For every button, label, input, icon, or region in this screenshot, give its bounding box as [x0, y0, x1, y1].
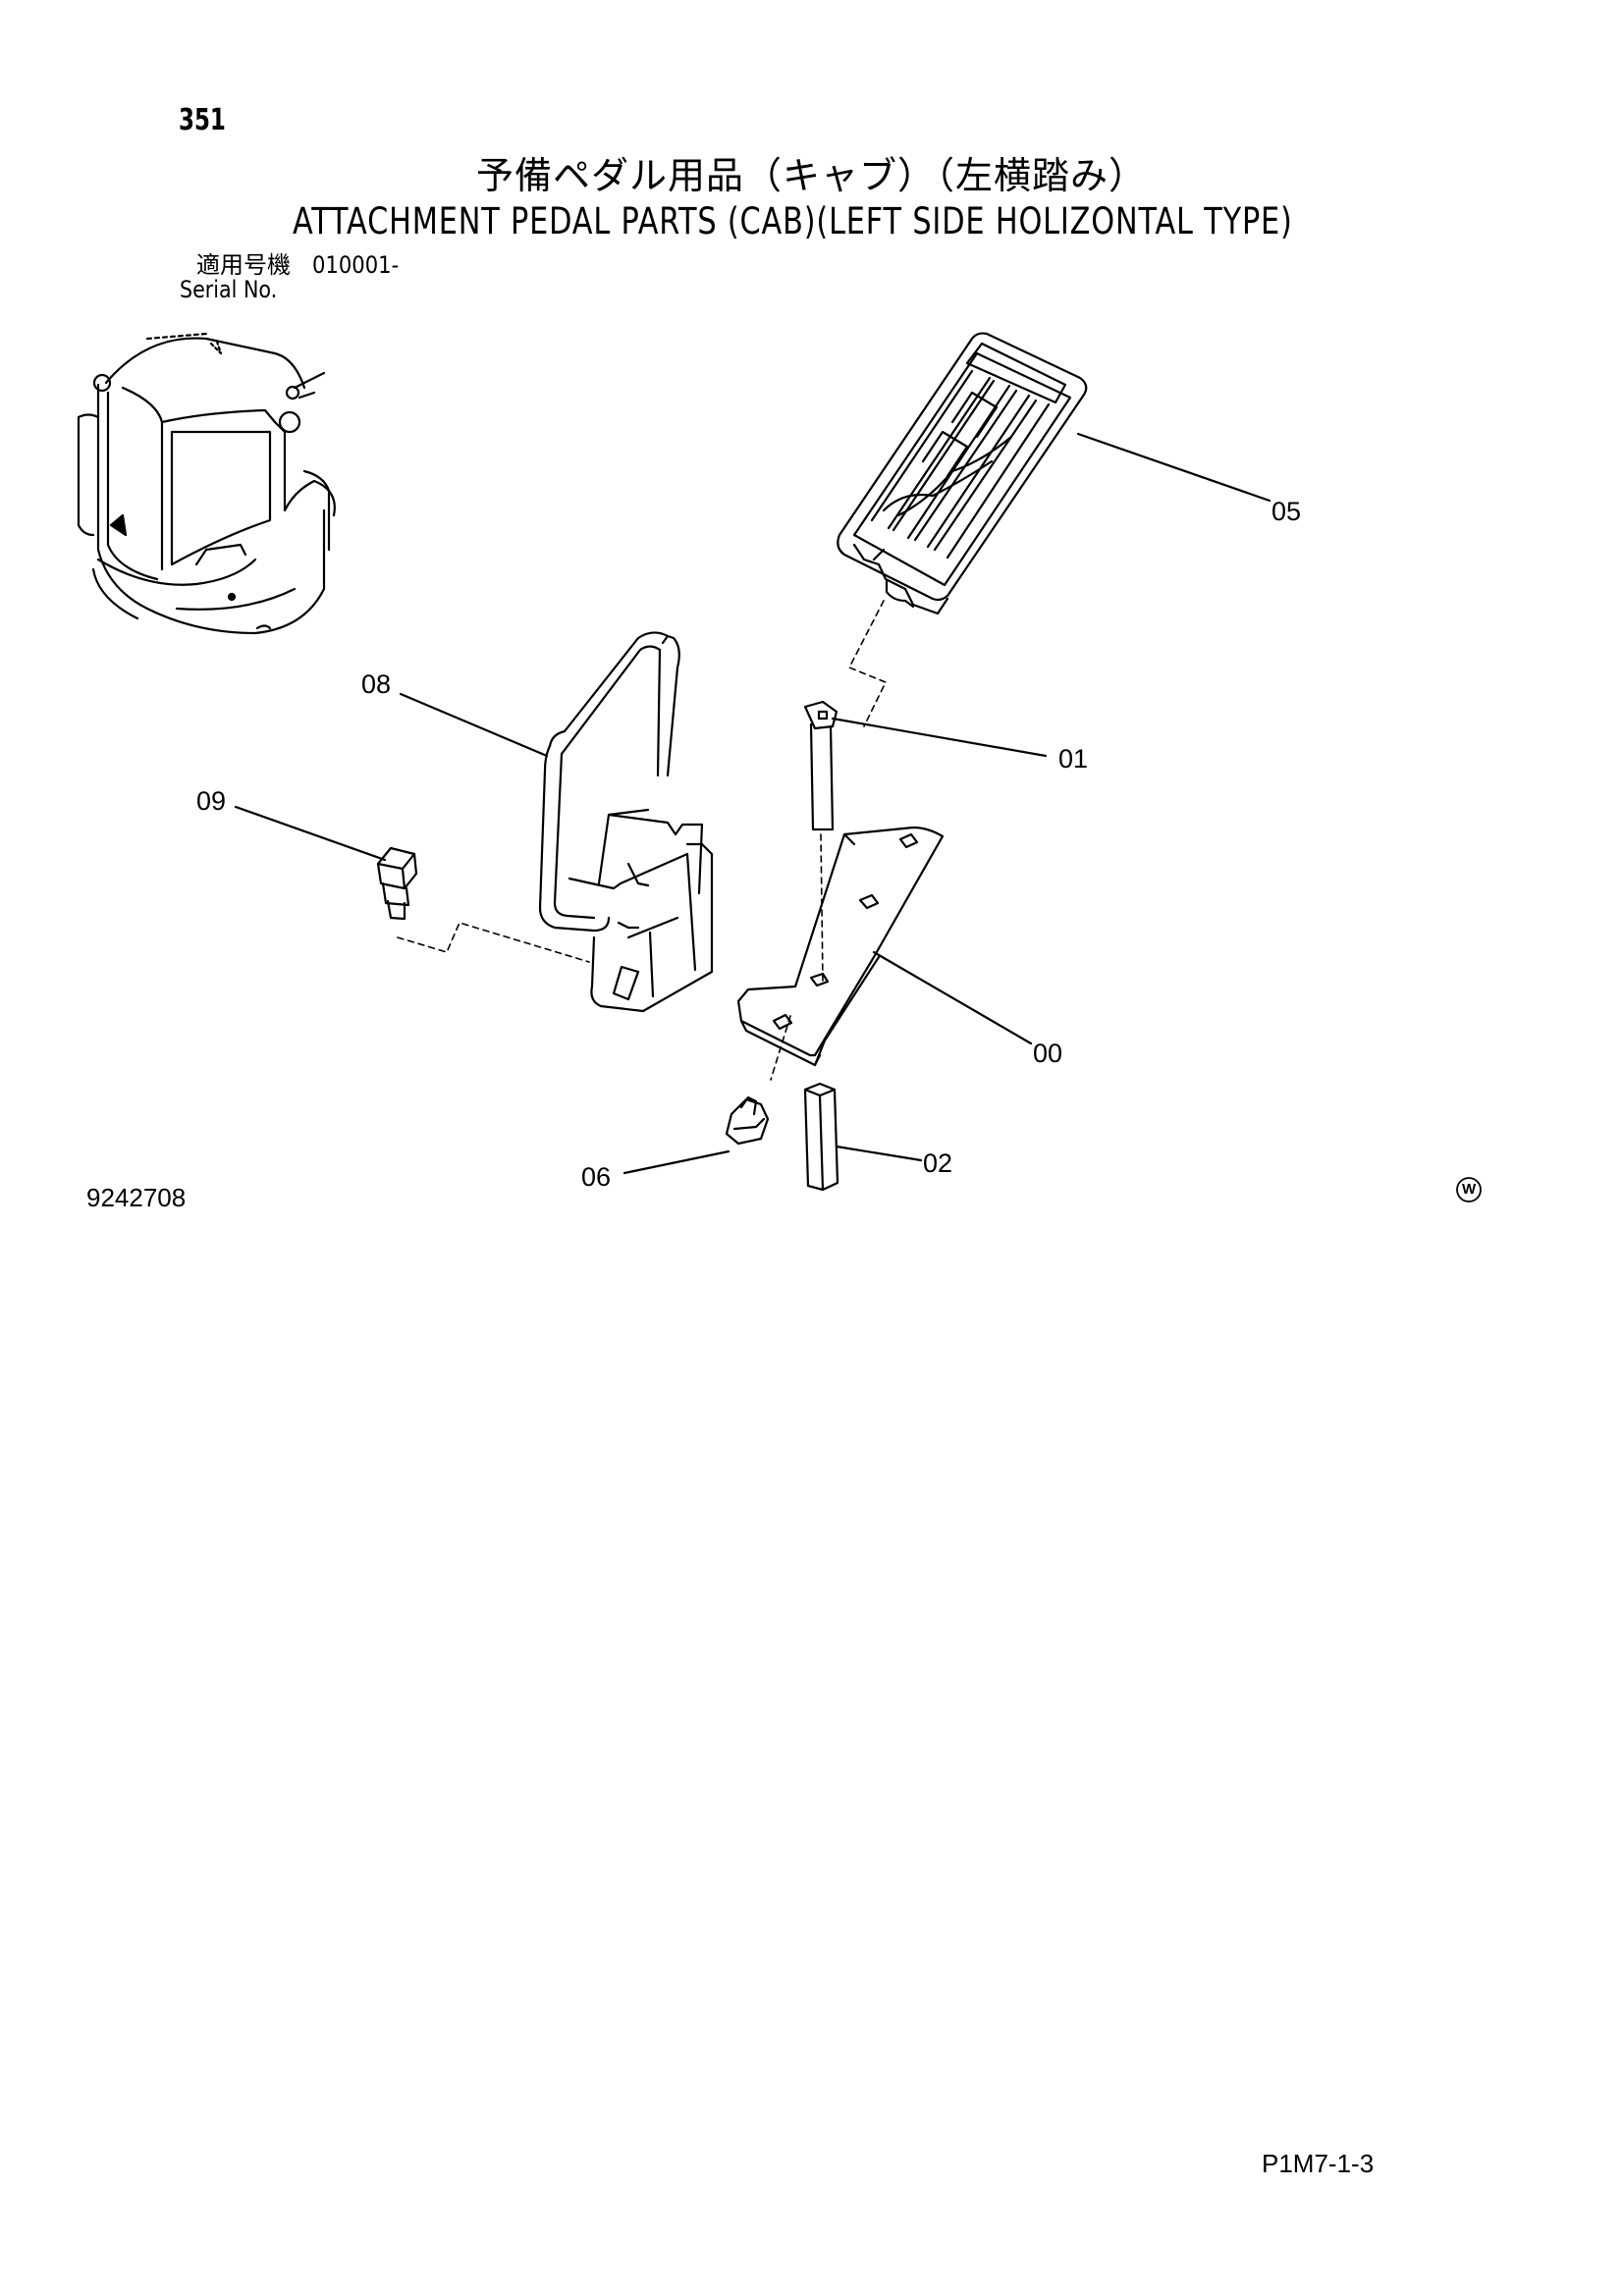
- cap-06: [725, 1095, 770, 1146]
- callout-00: 00: [1033, 1039, 1063, 1068]
- bracket-frame-08: [538, 631, 714, 1013]
- title-english: ATTACHMENT PEDAL PARTS (CAB)(LEFT SIDE H…: [293, 200, 1293, 242]
- leader-01: [831, 717, 1048, 758]
- title-japanese: 予備ペダル用品（キャブ）（左横踏み）: [476, 154, 1148, 197]
- callout-06: 06: [581, 1162, 612, 1192]
- leader-06: [622, 1149, 730, 1175]
- callout-02: 02: [923, 1148, 953, 1178]
- leader-08: [399, 692, 549, 758]
- spacer-01: [803, 700, 839, 831]
- bolt-09: [376, 846, 418, 921]
- drawing-number: 9242708: [86, 1183, 187, 1212]
- square-tube-02: [803, 1082, 839, 1192]
- copyright-mark: [1456, 1177, 1482, 1202]
- pedal-pad-05: [837, 332, 1088, 615]
- serial-label-english: Serial No.: [180, 276, 278, 303]
- callout-05: 05: [1271, 497, 1302, 526]
- copyright-mark-letter: W: [1462, 1181, 1477, 1198]
- pedal-arm-00: [736, 826, 945, 1067]
- leader-02: [835, 1145, 923, 1162]
- serial-number-value: 010001-: [312, 251, 400, 279]
- page-number: 351: [179, 103, 226, 137]
- page-code: P1M7-1-3: [1262, 2149, 1375, 2178]
- callout-01: 01: [1058, 744, 1089, 774]
- leader-09: [234, 805, 387, 862]
- callout-09: 09: [196, 786, 227, 816]
- leader-05: [1076, 432, 1271, 503]
- cab-thumbnail: [77, 332, 336, 635]
- callout-08: 08: [361, 669, 392, 699]
- serial-label-japanese: 適用号機: [196, 251, 291, 279]
- leader-00: [872, 950, 1033, 1045]
